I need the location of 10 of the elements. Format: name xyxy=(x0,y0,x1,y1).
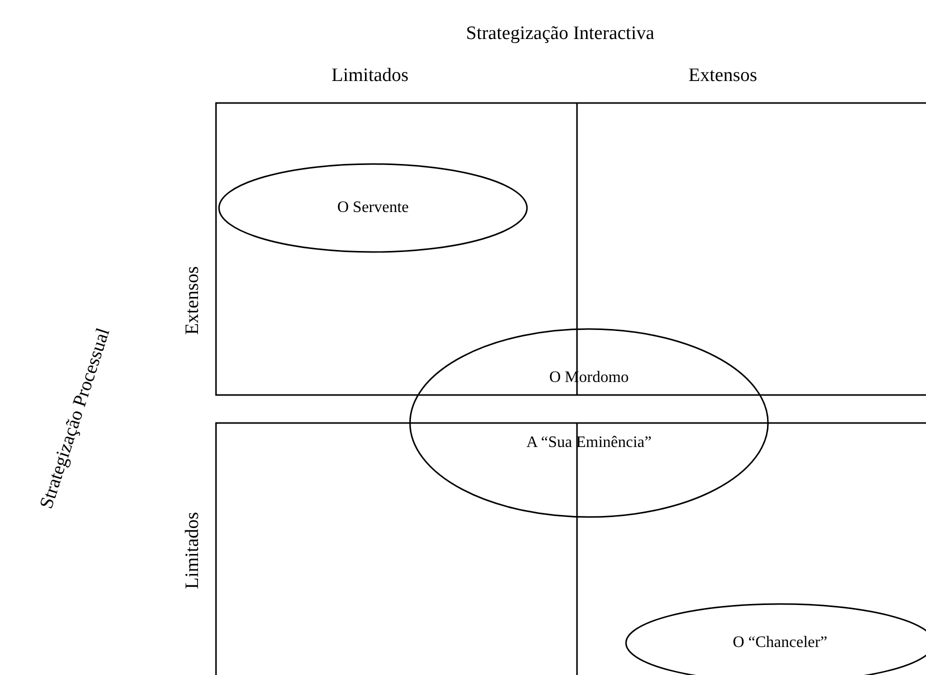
axis-label: Limitados xyxy=(332,66,409,84)
node-label: O Servente xyxy=(336,200,410,216)
axis-label: Strategização Interactiva xyxy=(466,24,654,42)
axis-label: Limitados xyxy=(182,511,202,589)
node-label: O “Chanceler” xyxy=(732,635,828,651)
ellipse-node xyxy=(409,328,769,518)
axis-label: Extensos xyxy=(688,66,758,84)
ellipse-node xyxy=(218,163,528,253)
axis-label: Extensos xyxy=(182,266,202,334)
node-label: A “Sua Eminência” xyxy=(525,435,653,451)
